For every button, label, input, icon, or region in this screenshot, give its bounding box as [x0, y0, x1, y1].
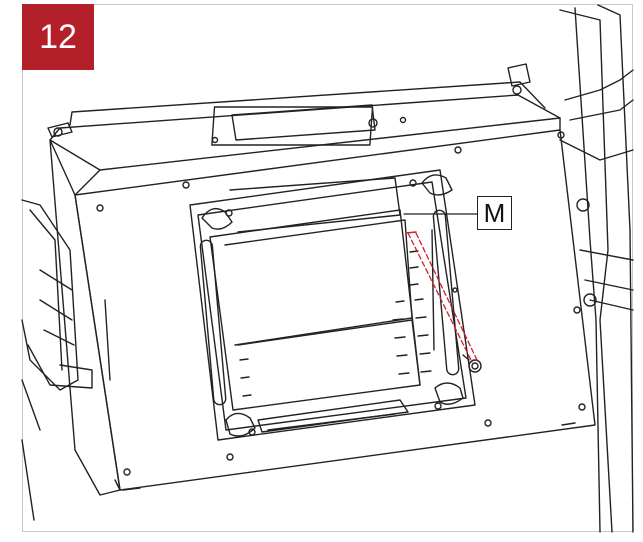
screw-leader-lines	[407, 232, 479, 363]
right-wall-bracket	[559, 4, 634, 533]
screw-hole-highlight	[405, 231, 417, 234]
left-wall-bracket	[21, 199, 93, 521]
vesa-mounting-plate	[189, 169, 476, 441]
step-number-badge: 12	[22, 4, 94, 70]
housing-back-panel	[49, 117, 596, 496]
mounting-slots	[199, 209, 460, 406]
housing-top-face	[47, 63, 561, 171]
screw	[462, 354, 482, 373]
figure-frame	[22, 4, 633, 532]
callout-label-m: M	[477, 196, 512, 230]
keyhole-hooks	[201, 174, 464, 437]
adjustment-holes	[239, 229, 458, 397]
